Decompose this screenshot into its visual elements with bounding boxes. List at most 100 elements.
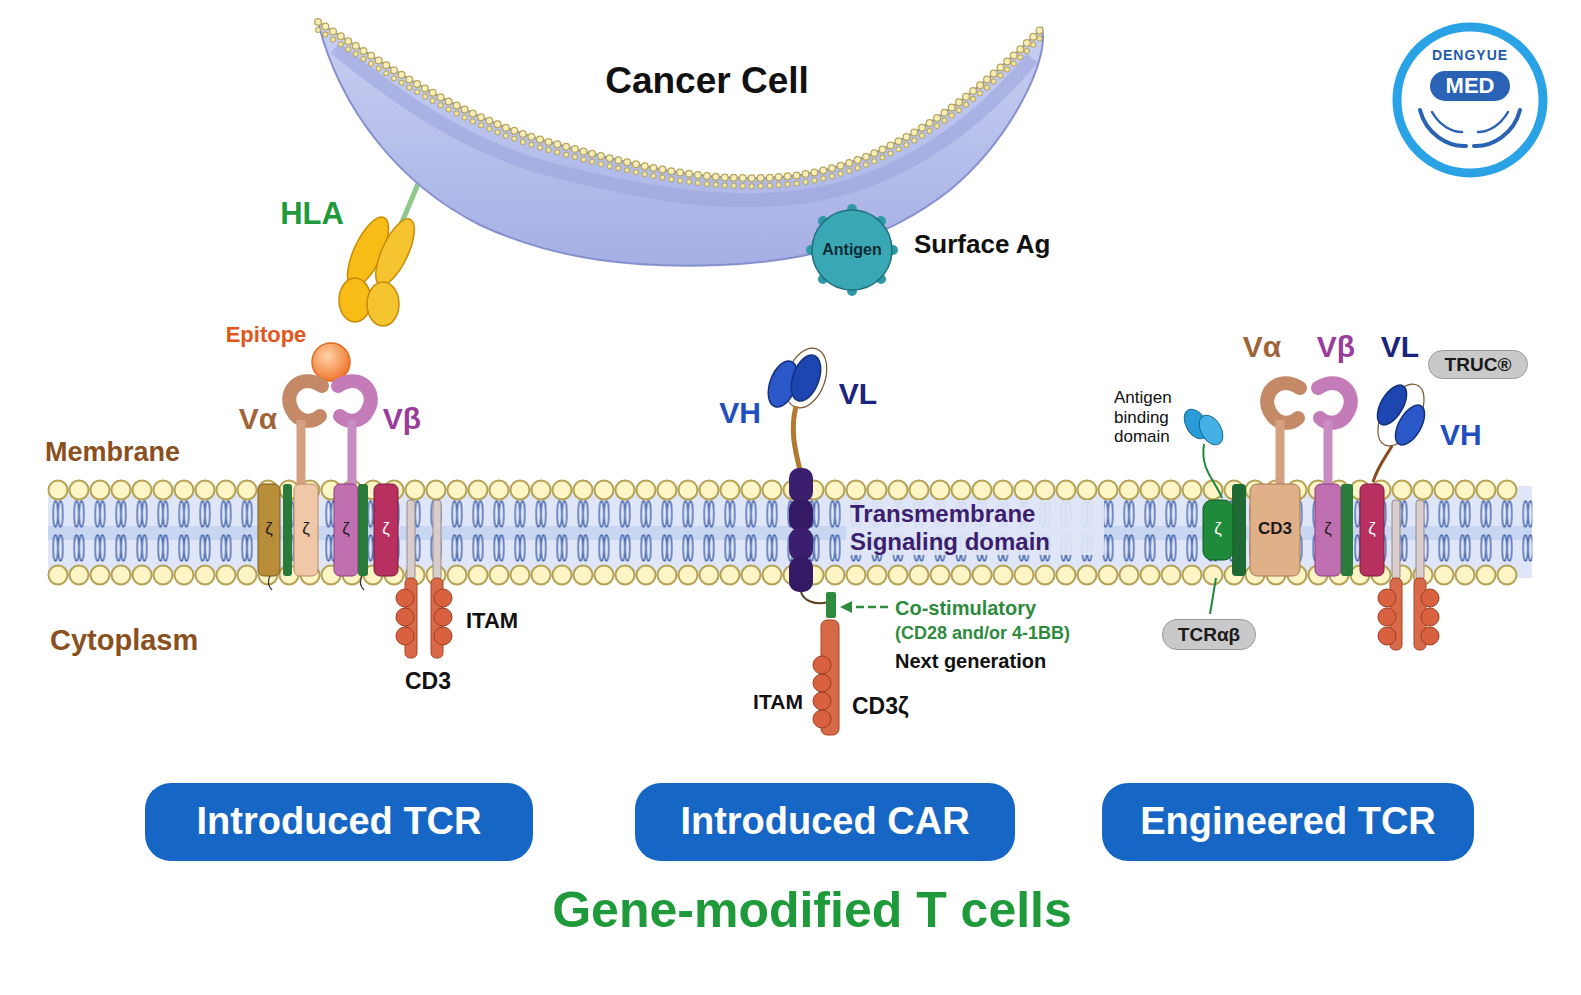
introduced-tcr [289,381,322,421]
introduced-tcr [348,420,357,486]
logo-text: DENGYUE [1432,47,1508,63]
domain-name: Co-stimulatory [895,597,1036,620]
chain-name: Vα [1243,330,1281,365]
logo-mark [1474,110,1520,146]
hla-molecule [339,184,422,326]
antigen-text: Antigen [822,241,882,259]
introduced-tcr [258,484,280,576]
hla-molecule [339,278,371,322]
introduced-car [789,528,813,560]
engineered-tcr [1267,383,1300,423]
domain-name: Antigen binding domain [1114,388,1194,447]
cell-title: Cancer Cell [605,60,809,103]
introduced-car [813,710,831,728]
introduced-tcr [374,484,398,576]
logo-mark [1432,112,1462,132]
chain-name: Vβ [1317,330,1355,365]
region-name: Membrane [45,437,180,468]
category-button: Engineered TCR [1102,783,1474,861]
introduced-tcr [434,589,452,607]
domain-name: Transmembrane Signaling domain [846,500,1104,555]
introduced-tcr [258,381,452,658]
part-name: CD3ζ [852,693,909,719]
introduced-tcr [334,484,358,576]
engineered-tcr [1276,420,1285,486]
epitope-peptide [312,343,350,381]
introduced-tcr [294,484,318,576]
introduced-car [813,674,831,692]
engineered-tcr [1232,484,1246,576]
engineered-tcr [1360,484,1384,576]
engineered-tcr [1378,589,1396,607]
category-button: Introduced TCR [145,783,533,861]
button-text: Introduced TCR [197,800,482,844]
tag-text: TCRαβ [1178,624,1240,646]
introduced-car [793,406,800,470]
cancer-cell-outline [305,12,1055,307]
chain-name: VL [839,377,877,412]
antigen-circle-outline [888,245,898,255]
introduced-car [789,557,813,592]
button-text: Introduced CAR [680,800,969,844]
introduced-car [813,692,831,710]
antigen-circle: Antigen [810,208,894,292]
engineered-tcr [1210,578,1216,614]
antigen-circle-outline [818,216,828,226]
introduced-tcr [433,500,441,580]
engineered-tcr [1341,484,1353,576]
hla-molecule [367,282,399,326]
part-name: CD3 [405,668,451,694]
engineered-tcr [1315,484,1341,576]
chain-symbol: CD3 [1258,519,1292,539]
part-name: ITAM [753,690,803,714]
hla-molecule [402,184,418,222]
introduced-tcr [434,627,452,645]
introduced-tcr [396,627,414,645]
chain-name: Vα [239,402,277,437]
introduced-car [789,468,813,502]
cell-membrane [318,30,1042,186]
chain-symbol: ζ [265,519,273,539]
logo-mark [1420,110,1466,146]
domain-note: Next generation [895,650,1046,673]
chain-symbol: ζ [302,519,310,539]
engineered-tcr [1368,377,1433,454]
introduced-tcr [338,381,371,421]
antigen-circle-outline [818,274,828,284]
tag-text: TRUC® [1445,354,1512,376]
chain-symbol: ζ [382,519,390,539]
cell-body [318,22,1043,266]
antigen-circle-outline [847,204,857,214]
engineered-tcr [1203,500,1233,560]
cell-membrane [318,30,1042,186]
antigen-circle-outline [806,245,816,255]
chain-symbol: ζ [342,519,350,539]
part-name: Epitope [226,322,307,347]
chain-symbol: ζ [1324,519,1332,539]
introduced-car [813,656,831,674]
hla-molecule [368,214,422,290]
figure-title: Gene-modified T cells [312,882,1312,940]
epitope-peptide [312,343,350,381]
chain-name: Vβ [383,402,421,437]
logo-mark [1430,71,1510,101]
introduced-tcr [434,608,452,626]
cell-membrane [318,22,1042,178]
antigen-circle-outline [876,216,886,226]
introduced-tcr [358,484,368,576]
cell-fold [335,48,1032,200]
engineered-tcr [1421,627,1439,645]
introduced-tcr [268,576,272,590]
cell-membrane [318,22,1042,178]
logo-mark [1397,27,1543,173]
tag-pill: TCRαβ [1162,619,1256,650]
engineered-tcr [1179,377,1439,650]
introduced-tcr [360,576,364,590]
category-button: Introduced CAR [635,783,1015,861]
logo-text: MED [1446,73,1495,98]
antigen-circle-outline [847,286,857,296]
introduced-tcr [396,589,414,607]
